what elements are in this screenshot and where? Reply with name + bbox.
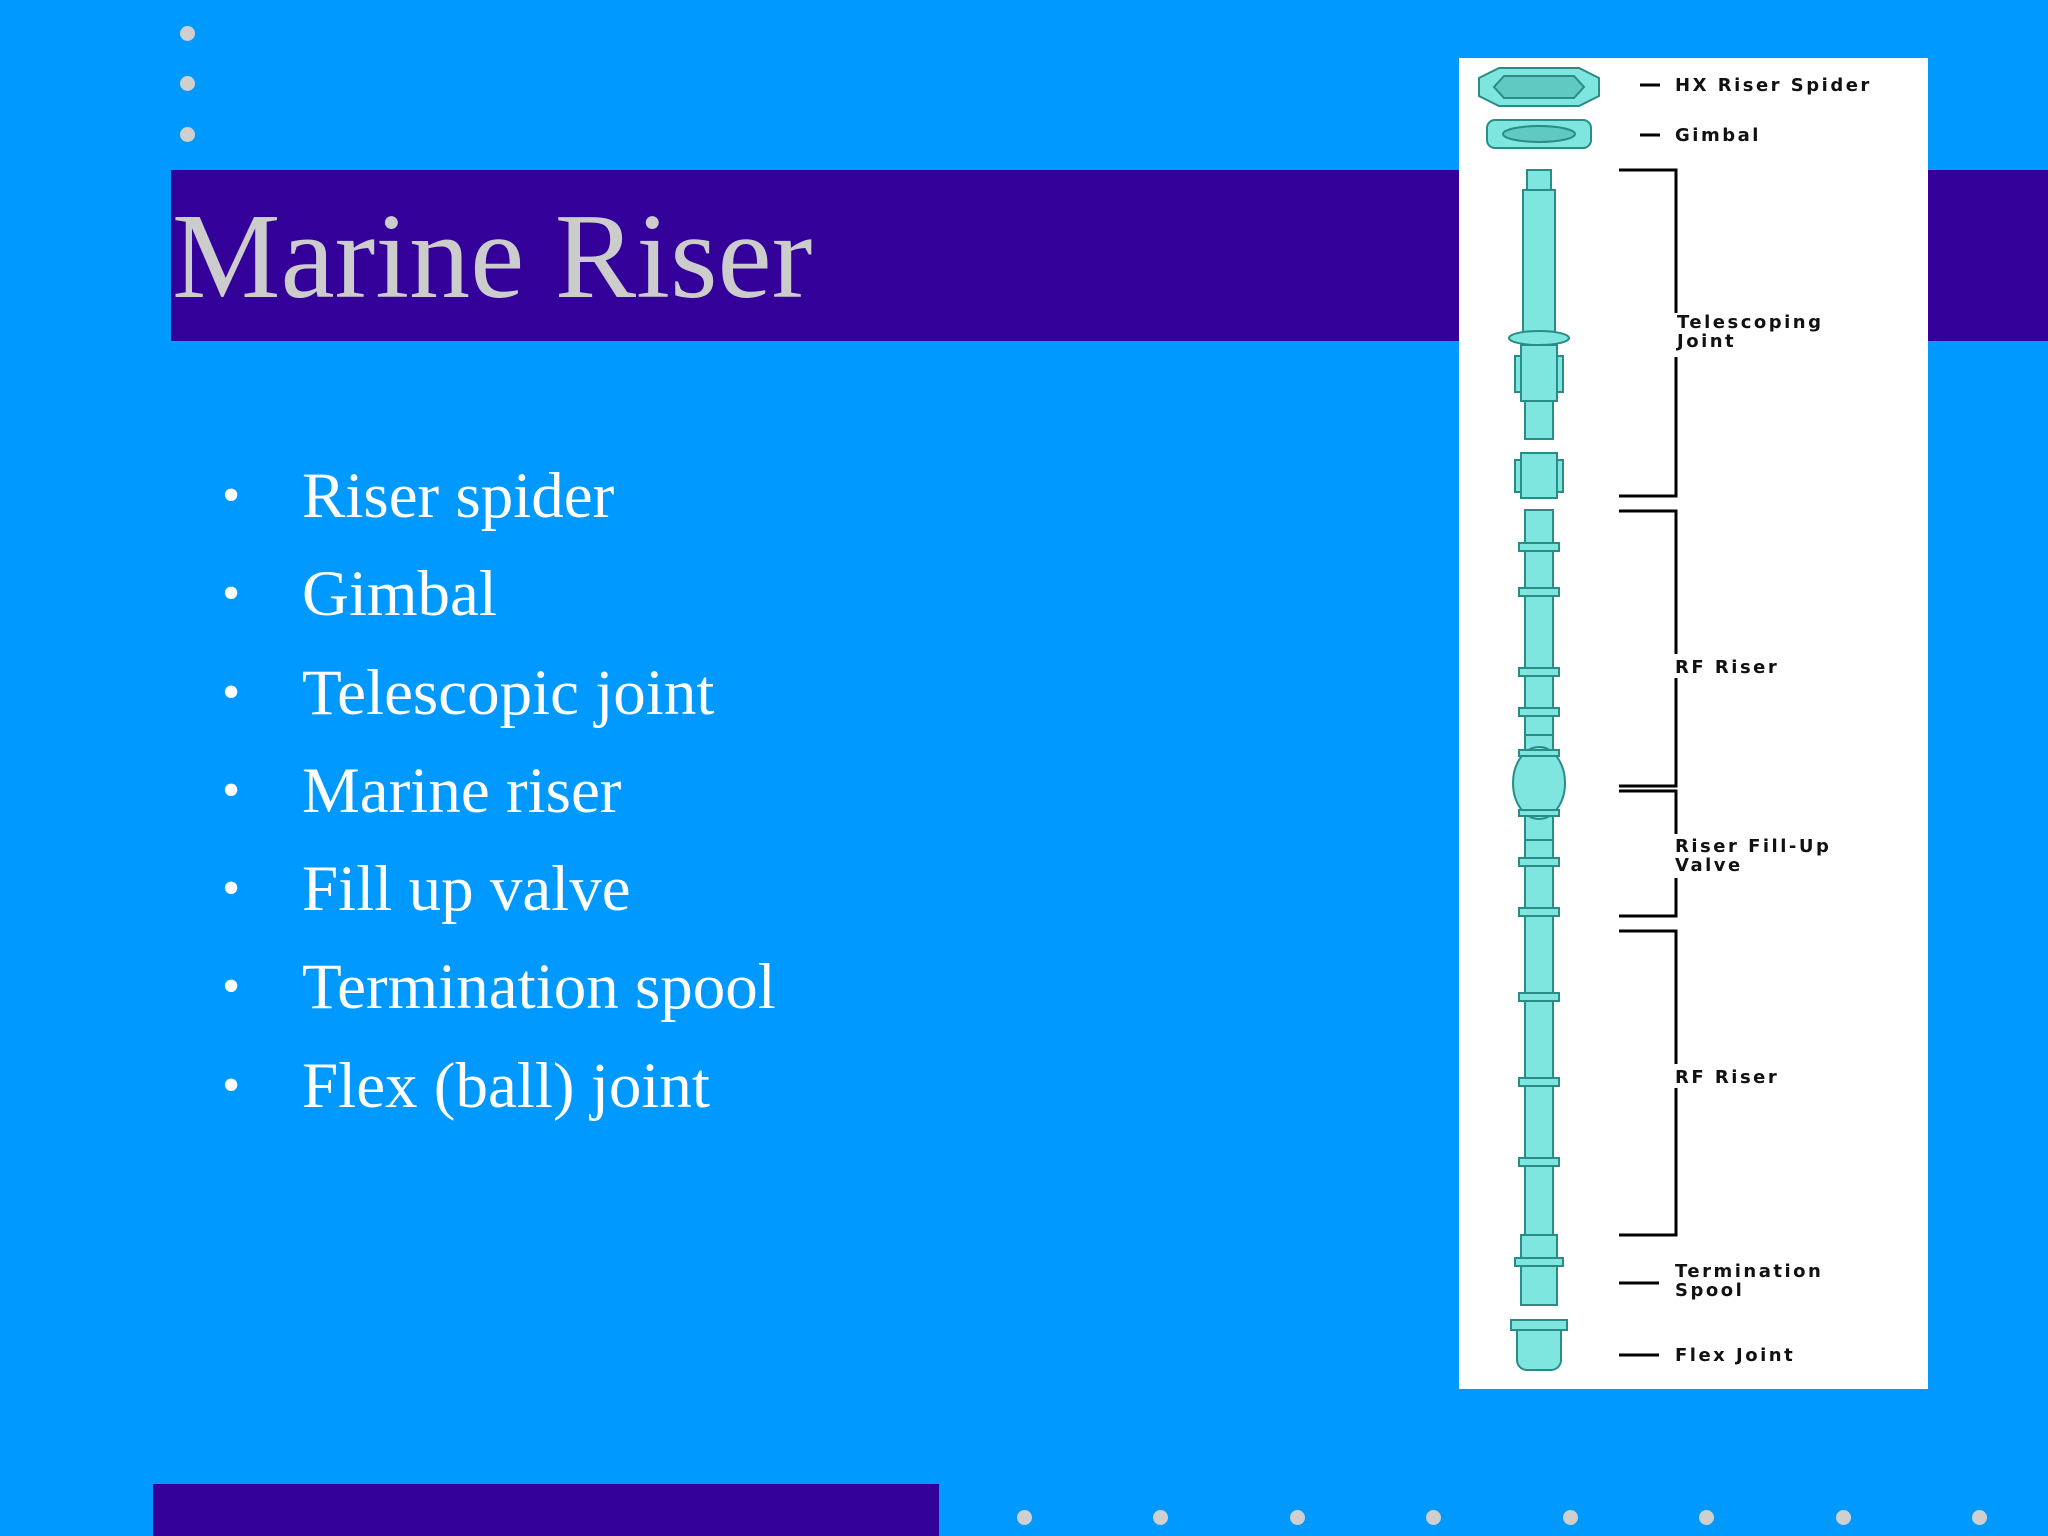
bullet-icon: •: [222, 1056, 241, 1114]
decorative-dot: [1017, 1510, 1032, 1525]
bullet-icon: •: [222, 467, 241, 524]
fill-up-valve-icon: [1512, 746, 1566, 820]
riser-flange: [1518, 907, 1560, 917]
riser-flange: [1518, 542, 1560, 552]
decorative-dot: [1153, 1510, 1168, 1525]
label-fill-up-valve-line1: Riser Fill-Up: [1675, 836, 1831, 857]
decorative-dot: [180, 76, 195, 91]
decorative-dot: [1290, 1510, 1305, 1525]
gimbal-inner-icon: [1502, 125, 1576, 143]
bullet-icon: •: [222, 761, 241, 819]
bullet-text: Flex (ball) joint: [302, 1049, 710, 1122]
riser-segment: [1524, 400, 1554, 440]
riser-clamp: [1514, 355, 1522, 393]
decorative-dot: [180, 26, 195, 41]
riser-clamp: [1556, 459, 1564, 493]
riser-flange: [1518, 667, 1560, 677]
bullet-text: Marine riser: [302, 754, 622, 827]
bullet-icon: •: [222, 663, 241, 721]
riser-clamp: [1556, 355, 1564, 393]
decorative-dot: [180, 127, 195, 142]
riser-flange: [1518, 809, 1560, 817]
label-gimbal: Gimbal: [1675, 125, 1761, 146]
termination-spool-icon: [1520, 1234, 1558, 1306]
label-termination-spool-line1: Termination: [1675, 1261, 1823, 1282]
riser-segment: [1520, 452, 1558, 499]
riser-diagram-svg: HX Riser Spider Gimbal Telescoping Joint…: [1478, 67, 1872, 1371]
bullet-icon: •: [222, 958, 241, 1016]
riser-diagram: HX Riser Spider Gimbal Telescoping Joint…: [1459, 58, 1928, 1389]
bullet-icon: •: [222, 565, 241, 623]
bullet-text: Riser spider: [302, 460, 615, 532]
riser-flange: [1518, 1077, 1560, 1087]
bullet-icon: •: [222, 860, 241, 918]
riser-flange: [1518, 587, 1560, 597]
riser-flange: [1518, 749, 1560, 757]
riser-flange: [1514, 1257, 1564, 1267]
callout-label-backgrounds: [1664, 313, 1864, 1088]
decorative-dot: [1563, 1510, 1578, 1525]
riser-segment: [1524, 839, 1554, 1236]
riser-flange: [1510, 1319, 1568, 1331]
riser-segment: [1526, 169, 1552, 191]
riser-flange: [1508, 330, 1570, 346]
riser-assembly-illustration: [1478, 67, 1600, 1371]
label-fill-up-valve-line2: Valve: [1675, 855, 1743, 876]
slide-title: Marine Riser: [172, 189, 813, 324]
label-rf-riser-upper: RF Riser: [1675, 657, 1779, 678]
decorative-dot: [1426, 1510, 1441, 1525]
riser-segment: [1520, 344, 1558, 402]
riser-segment: [1522, 189, 1556, 336]
bullet-text: Gimbal: [302, 558, 497, 631]
bullet-text: Telescopic joint: [302, 656, 715, 729]
riser-flange: [1518, 857, 1560, 867]
bullet-text: Termination spool: [302, 951, 776, 1024]
decorative-dot: [1972, 1510, 1987, 1525]
bullet-text: Fill up valve: [302, 853, 631, 926]
callout-lines: [1619, 83, 1678, 1357]
bottom-band: [153, 1484, 939, 1536]
label-hx-riser-spider: HX Riser Spider: [1675, 75, 1872, 96]
decorative-dot: [1699, 1510, 1714, 1525]
label-telescoping-joint-line1: Telescoping: [1677, 312, 1823, 333]
riser-clamp: [1514, 459, 1522, 493]
label-rf-riser-lower: RF Riser: [1675, 1067, 1779, 1088]
riser-flange: [1518, 707, 1560, 717]
spider-inner-icon: [1492, 75, 1586, 99]
label-termination-spool-line2: Spool: [1675, 1280, 1744, 1301]
label-flex-joint: Flex Joint: [1675, 1345, 1795, 1366]
decorative-dot: [1836, 1510, 1851, 1525]
label-telescoping-joint-line2: Joint: [1675, 331, 1736, 352]
riser-flange: [1518, 992, 1560, 1002]
riser-flange: [1518, 1157, 1560, 1167]
